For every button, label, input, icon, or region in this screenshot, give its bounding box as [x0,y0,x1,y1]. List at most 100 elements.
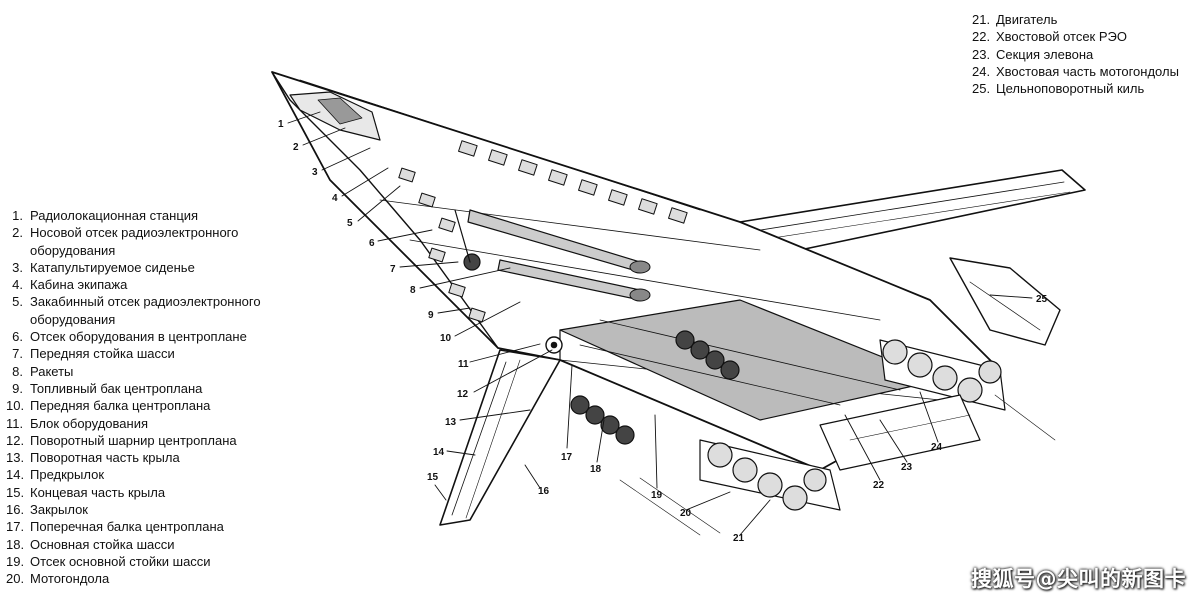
equipment-boxes-top [398,140,688,323]
legend-num: 7. [12,346,23,362]
legend-text: Мотогондола [30,571,110,587]
legend-num: 15. [6,484,25,500]
cockpit-canopy [289,91,381,141]
legend-text: Катапультируемое сиденье [30,259,195,275]
callout-15: 15 [427,472,439,483]
callout-5: 5 [347,218,353,229]
legend-text: Ракеты [30,363,74,379]
legend-num: 2. [12,225,23,241]
legend-text: Хвостовая часть мотогондолы [996,63,1179,79]
legend-num: 4. [12,277,23,293]
legend-num: 25. [972,81,991,97]
legend-num: 13. [6,450,25,466]
legend-num: 23. [972,46,991,62]
legend-text: Закабинный отсек радиоэлектронного обору… [30,294,261,327]
legend-item: 21. Двигатель [972,11,1197,28]
legend-num: 12. [6,432,25,448]
legend-item: 14. Предкрылок [6,466,306,483]
callout-20: 20 [680,508,692,519]
legend-item: 15. Концевая часть крыла [6,484,306,501]
callout-16: 16 [538,486,550,497]
legend-item: 20. Мотогондола [6,570,306,587]
legend-text: Блок оборудования [30,415,148,431]
legend-text: Поперечная балка центроплана [30,519,224,535]
legend-num: 21. [972,12,991,27]
legend-item: 17. Поперечная балка центроплана [6,518,306,535]
legend-item: 12.Поворотный шарнир центроплана [6,432,306,449]
nose-landing-gear [454,209,471,263]
legend-item: 25.Цельноповоротный киль [972,80,1197,97]
callout-21: 21 [733,533,745,544]
legend-item: 9. Топливный бак центроплана [6,380,306,397]
tail-fin [949,257,1061,346]
legend-num: 1. [12,208,23,223]
legend-text: Основная стойка шасси [30,536,175,552]
legend-item: 8.Ракеты [6,363,306,380]
legend-text: Передняя балка центроплана [30,398,211,414]
legend-num: 19. [6,553,25,569]
legend-num: 14. [6,467,25,483]
callout-1: 1 [278,119,284,130]
legend-item: 22.Хвостовой отсек РЭО [972,28,1197,45]
callout-6: 6 [369,238,375,249]
legend-text: Двигатель [996,12,1058,27]
legend-text: Секция элевона [996,46,1094,62]
legend-text: Концевая часть крыла [30,484,166,500]
callout-2: 2 [293,142,299,153]
lower-wing [439,349,561,526]
legend-text: Топливный бак центроплана [30,380,203,396]
callout-19: 19 [651,490,663,501]
legend-num: 18. [6,536,25,552]
legend-item: 18. Основная стойка шасси [6,536,306,553]
legend-item: 24. Хвостовая часть мотогондолы [972,63,1197,80]
callout-14: 14 [433,447,445,458]
legend-item: 5.Закабинный отсек радиоэлектронного обо… [6,293,306,328]
legend-num: 16. [6,502,25,518]
main-landing-gear [463,253,740,445]
legend-text: Радиолокационная станция [30,208,199,223]
legend-text: Кабина экипажа [30,277,128,293]
callout-3: 3 [312,167,318,178]
legend-num: 3. [12,259,23,275]
callout-13: 13 [445,417,457,428]
legend-text: Отсек оборудования в центроплане [30,329,247,345]
callout-12: 12 [457,389,469,400]
legend-item: 10.Передняя балка центроплана [6,397,306,414]
callout-25: 25 [1036,294,1048,305]
legend-num: 17. [6,519,25,535]
legend-item: 1. Радиолокационная станция [6,207,306,224]
legend-num: 20. [6,571,25,587]
callout-24: 24 [931,442,943,453]
legend-item: 23. Секция элевона [972,46,1197,63]
legend-num: 24. [972,63,991,79]
legend-item: 2. Носовой отсек радиоэлектронного оборуд… [6,224,266,259]
callout-9: 9 [428,310,434,321]
legend-text: Отсек основной стойки шасси [30,553,211,569]
legend-num: 11. [6,415,24,431]
legend-num: 22. [972,29,991,45]
legend-item: 4. Кабина экипажа [6,276,306,293]
elevon-section [819,394,981,471]
legend-item: 19. Отсек основной стойки шасси [6,553,306,570]
legend-item: 11. Блок оборудования [6,415,306,432]
legend-text: Предкрылок [30,467,105,483]
leader-lines [287,111,1033,536]
legend-item: 7. Передняя стойка шасси [6,345,306,362]
legend-text: Передняя стойка шасси [30,346,175,362]
wing-shadow-lines [619,394,1056,536]
legend-num: 9. [12,380,23,396]
callout-17: 17 [561,452,573,463]
legend-item: 3. Катапультируемое сиденье [6,259,306,276]
legend-right: 21. Двигатель 22.Хвостовой отсек РЭО 23. С… [972,11,1197,97]
callout-7: 7 [390,264,396,275]
legend-text: Закрылок [30,502,88,518]
callout-10: 10 [440,333,452,344]
legend-item: 6.Отсек оборудования в центроплане [6,328,306,345]
callout-18: 18 [590,464,602,475]
legend-text: Поворотная часть крыла [30,450,180,466]
legend-text: Носовой отсек радиоэлектронного оборудов… [30,225,239,258]
watermark: 搜狐号@尖叫的新图卡 [971,567,1186,591]
engine-nacelle-lower [699,439,841,511]
